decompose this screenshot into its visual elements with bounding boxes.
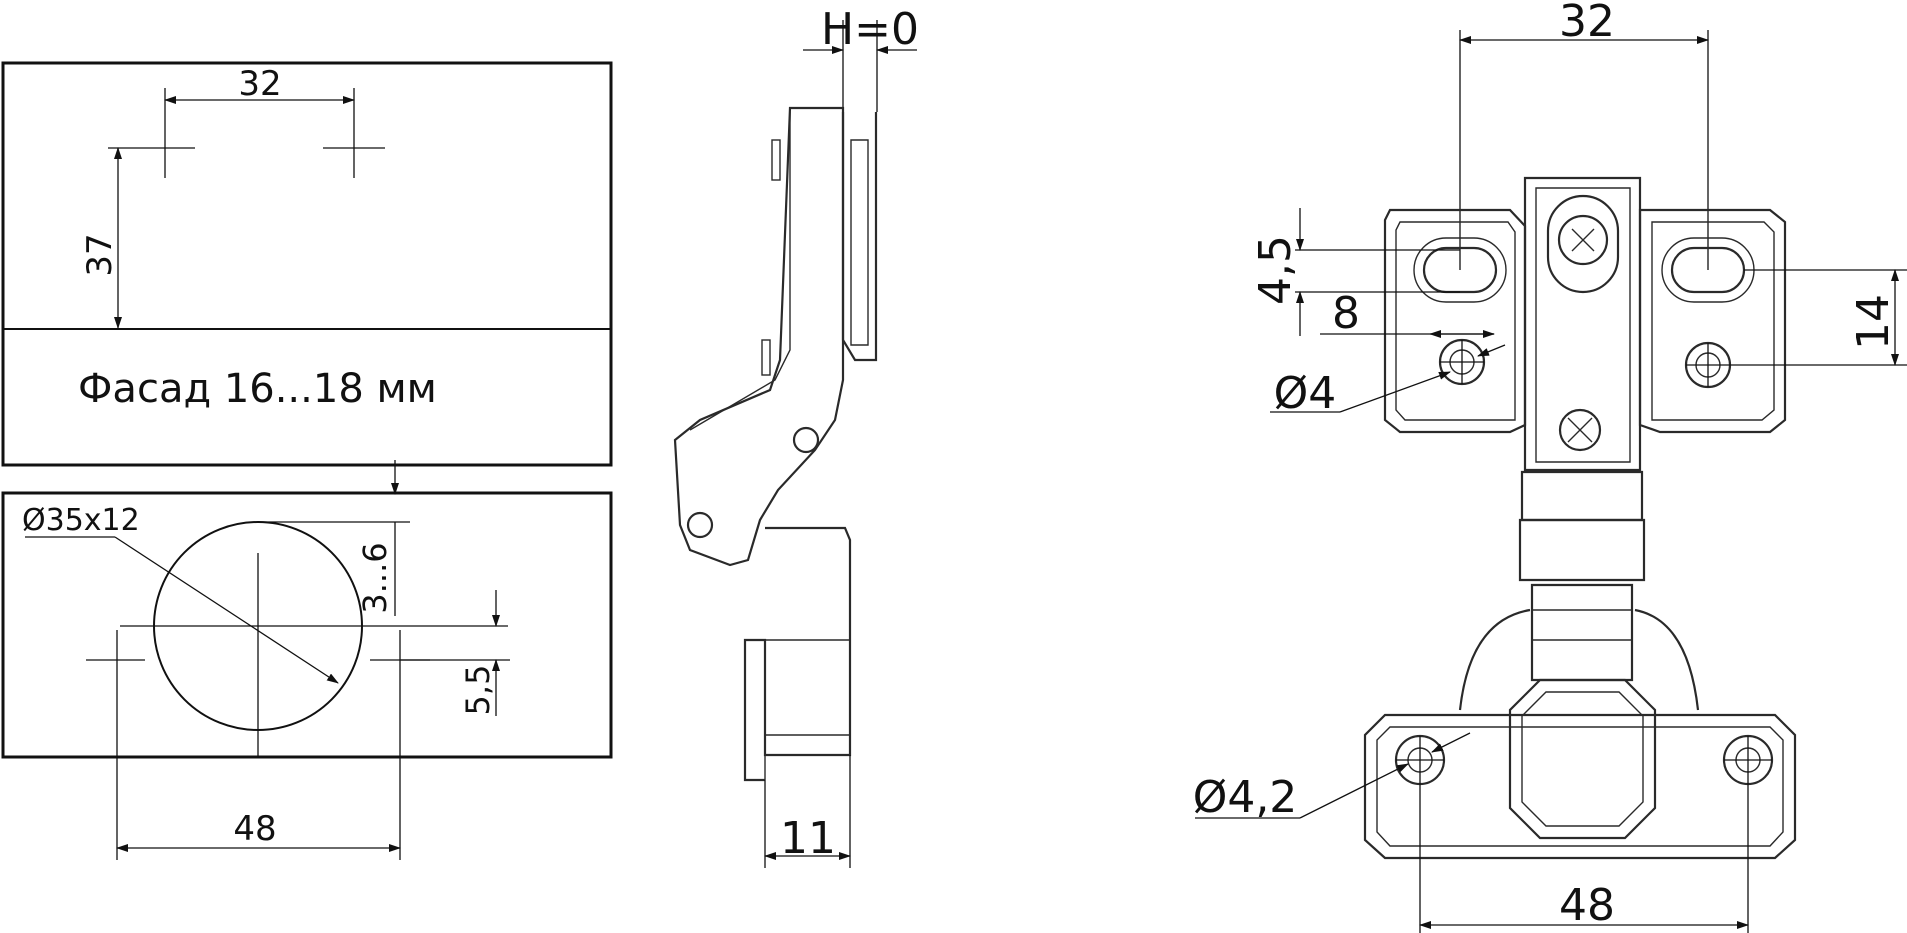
front-view: 32 37 Фасад 16...18 мм — [1, 61, 613, 467]
cup-flange — [1363, 713, 1797, 860]
dim-label-48-cup: 48 — [233, 809, 276, 849]
dim-label-4-5: 4,5 — [1250, 235, 1301, 305]
dim-label-37: 37 — [80, 233, 120, 276]
cup-octagon-outer — [1508, 678, 1657, 840]
arm-tab-lower — [761, 339, 771, 376]
cup-view: Ø35x12 3...6 5,5 48 — [1, 460, 613, 860]
d4-leader — [1339, 371, 1451, 413]
dim-label-d4: Ø4 — [1274, 368, 1337, 419]
hinge-view: 32 — [1193, 0, 1907, 933]
facade-outline — [1, 61, 613, 467]
arm-pivot-upper — [792, 426, 820, 454]
mounting-plate — [841, 112, 878, 362]
door-panel-outline — [1, 491, 613, 759]
hinge-neck-upper — [1520, 470, 1644, 522]
side-view: H=0 11 — [673, 4, 919, 868]
dim-label-5-5: 5,5 — [459, 665, 497, 716]
dim-label-32-hinge: 32 — [1559, 0, 1615, 47]
dim-label-3-6: 3...6 — [356, 542, 394, 613]
adjust-screw-slot — [1546, 194, 1620, 294]
mount-cross-left — [108, 118, 195, 178]
dim-label-8: 8 — [1332, 288, 1360, 339]
mount-cross-right — [323, 118, 385, 178]
adjust-screw-head — [1557, 214, 1609, 266]
cup-diameter-label: Ø35x12 — [22, 503, 140, 538]
mount-wing-right — [1638, 208, 1787, 434]
mount-wing-left — [1383, 208, 1527, 434]
hinge-arm-edge — [689, 112, 791, 431]
facade-label: Фасад 16...18 мм — [78, 366, 437, 412]
cup-arc-left — [1458, 608, 1531, 711]
dim-label-h0: H=0 — [821, 4, 919, 55]
hinge-neck-lower — [1518, 518, 1646, 582]
screw-cross-left — [86, 630, 145, 690]
depth-screw-cross-icon — [1567, 417, 1593, 443]
adjust-screw-cross-icon — [1571, 228, 1595, 252]
hinge-knuckle — [1530, 583, 1634, 682]
mounting-plate-inner — [850, 139, 869, 346]
depth-screw-head — [1558, 408, 1602, 452]
arm-tab-upper — [771, 139, 781, 181]
dim-label-32-front: 32 — [238, 64, 281, 104]
hinge-arm — [673, 106, 845, 567]
cup-arc-right — [1634, 608, 1700, 711]
hinge-arm-center — [1523, 176, 1642, 472]
cup-slot — [783, 555, 817, 595]
dim-label-11: 11 — [780, 813, 836, 864]
arm-pivot-lower — [686, 511, 714, 539]
dim-label-14: 14 — [1848, 294, 1899, 350]
cup-diameter-leader — [114, 536, 339, 684]
dim-label-48-hinge: 48 — [1559, 880, 1615, 931]
d42-leader — [1299, 763, 1409, 819]
dim-label-d42: Ø4,2 — [1193, 772, 1298, 823]
